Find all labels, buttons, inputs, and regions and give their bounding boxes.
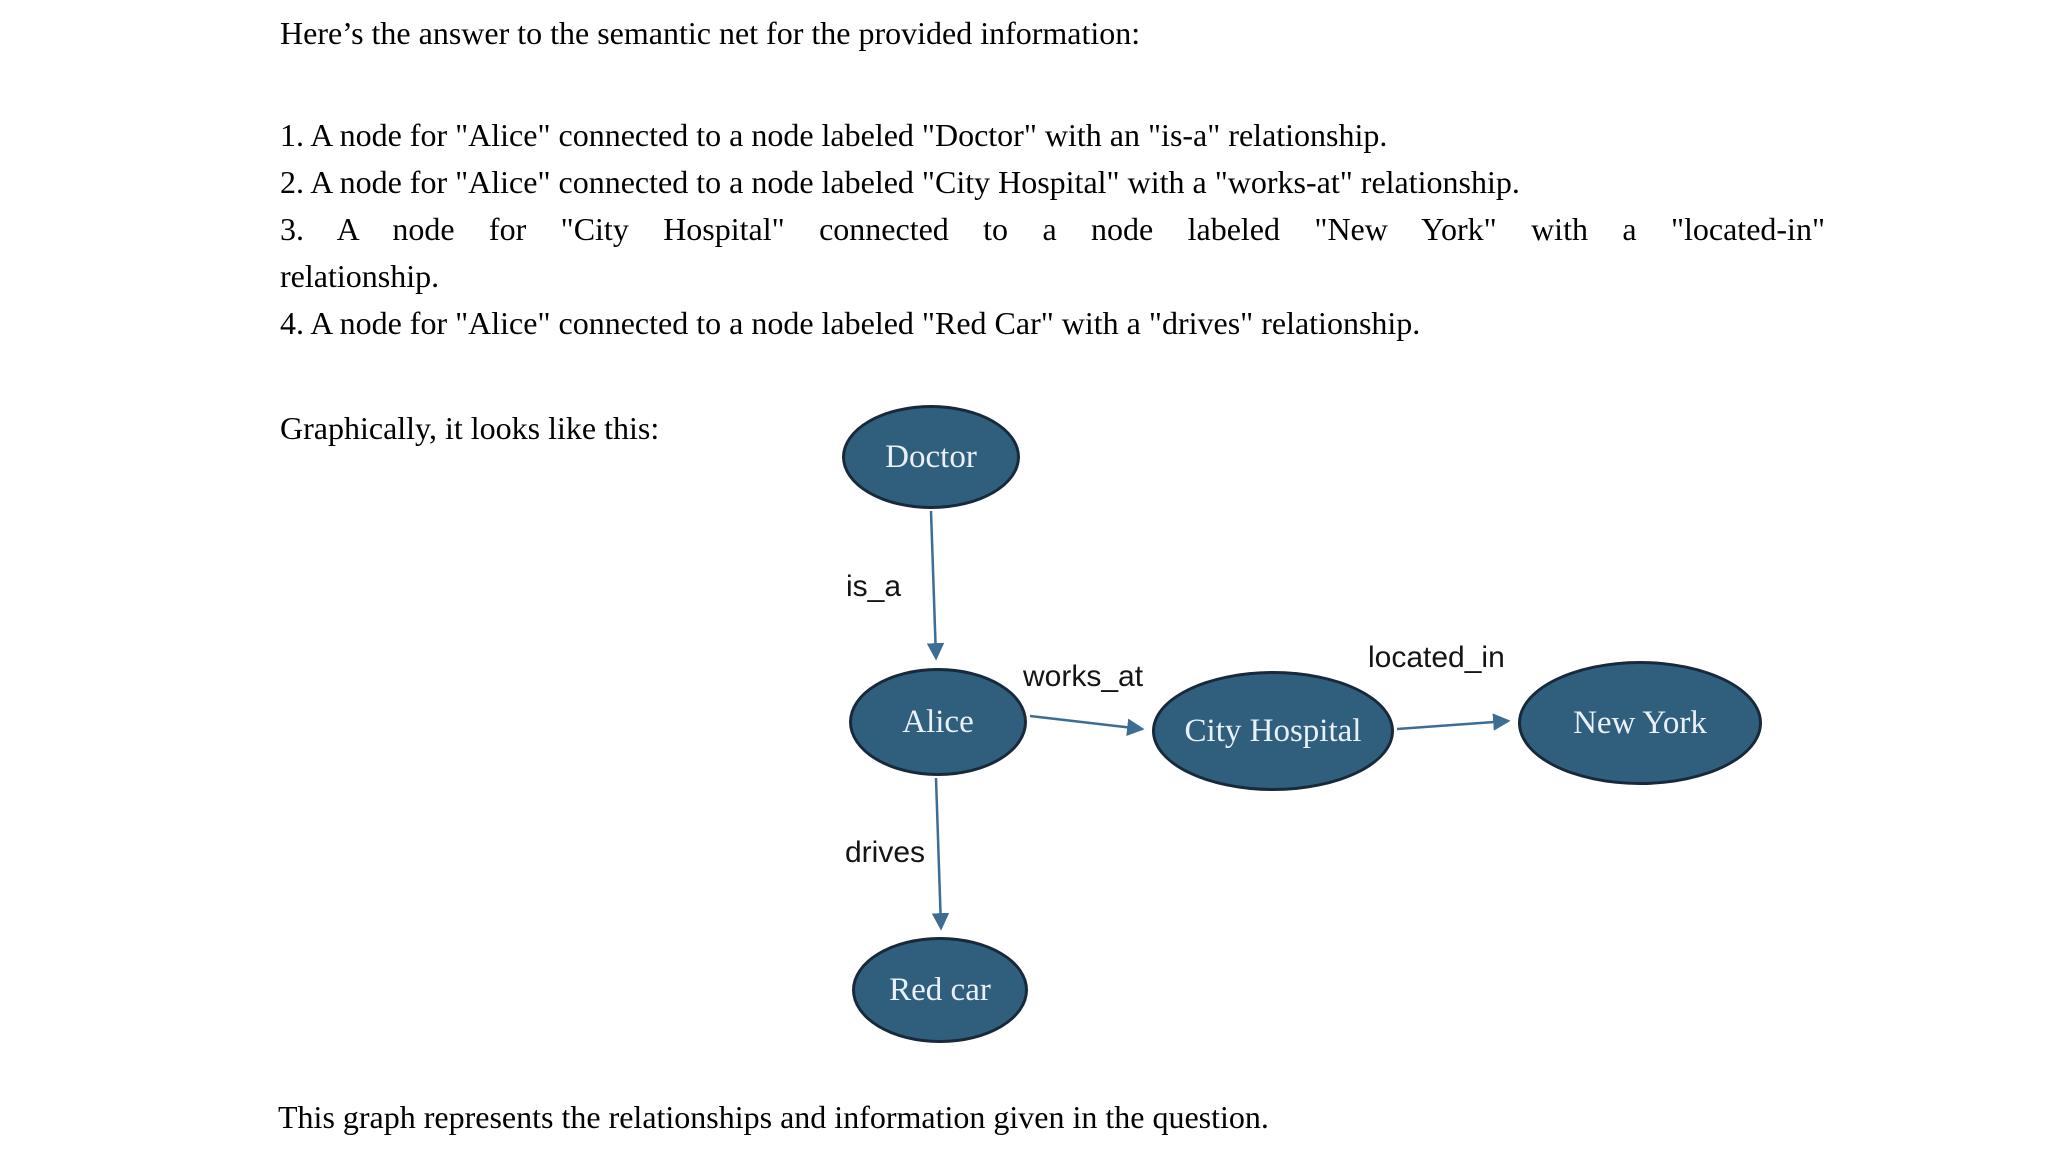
edge-alice-redcar-arrow xyxy=(931,777,950,931)
edge-label-drives: drives xyxy=(845,836,926,869)
node-red-car-label: Red car xyxy=(889,971,991,1008)
edge-label-located-in: located_in xyxy=(1368,641,1505,674)
node-alice-label: Alice xyxy=(902,703,974,740)
edge-alice-cityhospital-arrow xyxy=(1029,714,1145,736)
node-new-york: New York xyxy=(1518,661,1762,785)
node-city-hospital: City Hospital xyxy=(1152,671,1394,791)
list-item-3-continuation: relationship. xyxy=(280,258,440,294)
node-doctor: Doctor xyxy=(842,405,1020,509)
list-item-1: 1. A node for "Alice" connected to a nod… xyxy=(280,117,1388,153)
list-item-2: 2. A node for "Alice" connected to a nod… xyxy=(280,164,1520,200)
node-new-york-label: New York xyxy=(1573,704,1707,741)
diagram-caption: Graphically, it looks like this: xyxy=(280,410,660,446)
edge-label-is-a: is_a xyxy=(846,570,902,603)
edge-cityhospital-newyork-arrow xyxy=(1396,713,1511,731)
node-city-hospital-label: City Hospital xyxy=(1184,712,1362,749)
numbered-list: 1. A node for "Alice" connected to a nod… xyxy=(280,112,1825,347)
list-item-3: 3. A node for "City Hospital" connected … xyxy=(280,211,1825,247)
node-alice: Alice xyxy=(849,668,1027,776)
node-doctor-label: Doctor xyxy=(885,438,977,475)
closing-paragraph: This graph represents the relationships … xyxy=(278,1099,1269,1135)
node-red-car: Red car xyxy=(852,937,1028,1043)
edge-doctor-alice-arrow xyxy=(926,510,945,661)
intro-paragraph: Here’s the answer to the semantic net fo… xyxy=(280,15,1141,51)
list-item-4: 4. A node for "Alice" connected to a nod… xyxy=(280,305,1421,341)
edge-label-works-at: works_at xyxy=(1023,660,1144,693)
